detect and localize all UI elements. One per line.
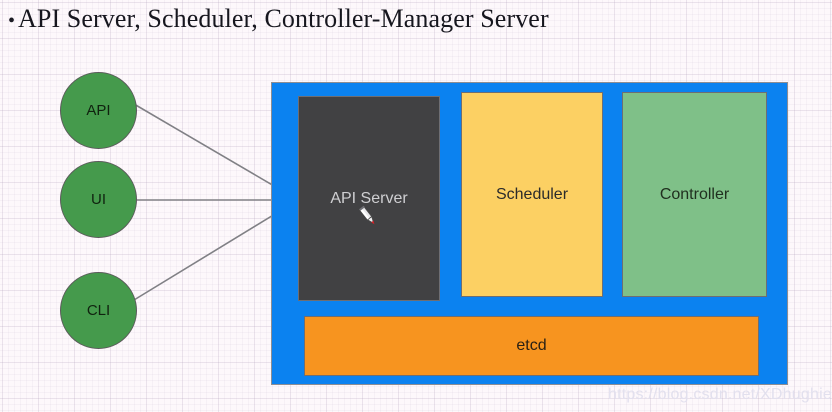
pen-cursor-icon [359, 205, 375, 225]
client-node-ui[interactable]: UI [60, 161, 137, 238]
component-etcd[interactable]: etcd [304, 316, 759, 376]
client-node-api[interactable]: API [60, 72, 137, 149]
component-api-server-label: API Server [330, 189, 408, 207]
client-node-api-label: API [86, 102, 111, 119]
component-scheduler-label: Scheduler [495, 185, 569, 203]
component-controller-label: Controller [659, 185, 730, 203]
client-node-cli-label: CLI [86, 302, 111, 319]
component-etcd-label: etcd [516, 337, 547, 354]
component-scheduler[interactable]: Scheduler [461, 92, 603, 297]
component-controller[interactable]: Controller [622, 92, 767, 297]
client-node-ui-label: UI [91, 191, 106, 208]
component-api-server[interactable]: API Server [298, 96, 440, 301]
client-node-cli[interactable]: CLI [60, 272, 137, 349]
page-title-text: API Server, Scheduler, Controller-Manage… [18, 4, 549, 33]
watermark-text: https://blog.csdn.net/XDhughie [608, 386, 832, 403]
bullet-icon: • [8, 10, 16, 32]
page-title: • API Server, Scheduler, Controller-Mana… [8, 2, 549, 36]
